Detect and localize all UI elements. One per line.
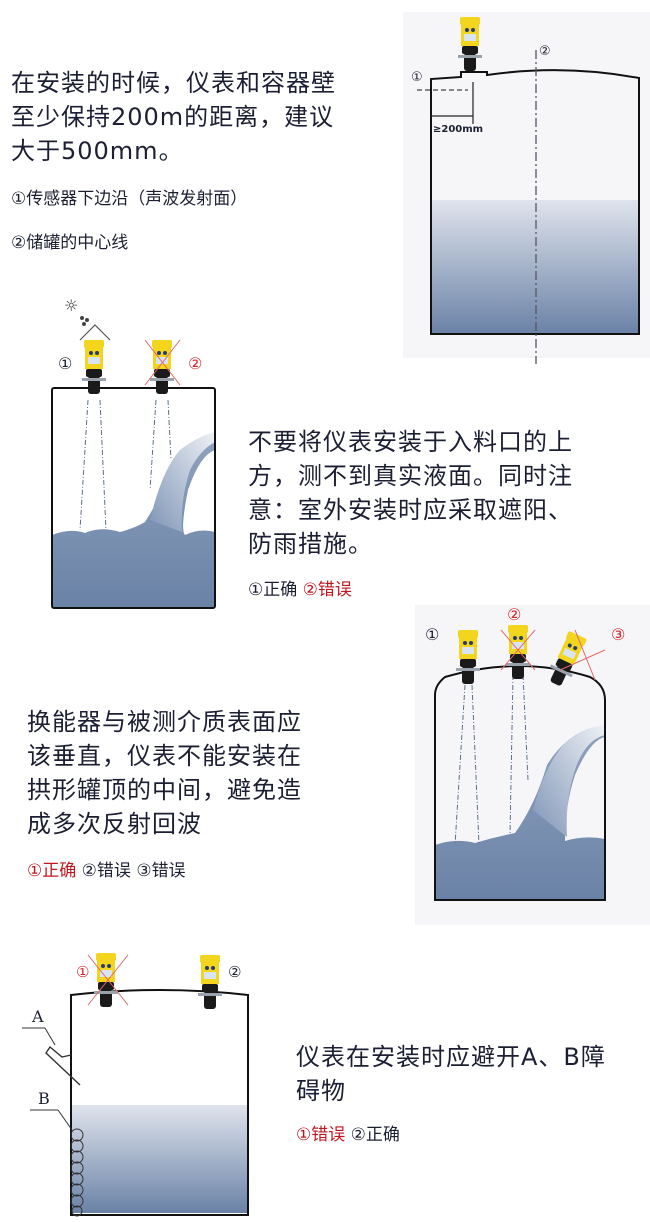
section2-line-4: 防雨措施。 bbox=[248, 530, 373, 558]
label-correct-sensor: ① bbox=[425, 625, 440, 644]
section4-status: ①错误 ②正确 bbox=[296, 1122, 400, 1148]
section1-note-sensor-edge: ①传感器下边沿（声波发射面） bbox=[11, 189, 248, 209]
section3-line-2: 该垂直，仪表不能安装在 bbox=[27, 742, 302, 770]
label-center-sensor: ② bbox=[507, 605, 522, 624]
section4-description: 仪表在安装时应避开A、B障 碍物 bbox=[296, 1040, 646, 1108]
status-2-mark: ② bbox=[350, 1125, 366, 1145]
tank-diagram-clearance: ① ② ≥200mm bbox=[403, 12, 650, 364]
section2-line-3: 意：室外安装时应采取遮阳、 bbox=[248, 496, 573, 524]
section1-line-2: 至少保持200m的距离，建议 bbox=[11, 103, 335, 131]
section3-line-4: 成多次反射回波 bbox=[27, 810, 202, 838]
sun-icon: ☼ bbox=[64, 296, 79, 315]
status-1-text: 正确 bbox=[42, 861, 77, 881]
section1-note-centerline: ②储罐的中心线 bbox=[11, 233, 129, 253]
section4-line-1: 仪表在安装时应避开A、B障 bbox=[296, 1043, 606, 1071]
section3-status: ①正确 ②错误 ③错误 bbox=[27, 858, 186, 884]
label-sensor-edge: ① bbox=[411, 70, 423, 85]
tank-diagram-dome: ① ② ③ bbox=[415, 605, 650, 925]
status-1-text: 正确 bbox=[263, 580, 298, 600]
section1-line-1: 在安装的时候，仪表和容器壁 bbox=[11, 69, 336, 97]
label-wrong-sensor: ① bbox=[76, 963, 90, 981]
status-1-mark: ① bbox=[27, 861, 43, 881]
status-2-text: 错误 bbox=[96, 861, 131, 881]
section2-line-2: 方，测不到真实液面。同时注 bbox=[248, 462, 573, 490]
section3-description: 换能器与被测介质表面应 该垂直，仪表不能安装在 拱形罐顶的中间，避免造 成多次反… bbox=[27, 705, 407, 841]
label-centerline: ② bbox=[539, 44, 551, 59]
status-2-mark: ② bbox=[302, 580, 318, 600]
status-3-text: 错误 bbox=[151, 861, 186, 881]
label-obstacle-b: B bbox=[38, 1089, 50, 1108]
status-1-text: 错误 bbox=[311, 1125, 346, 1145]
section3-line-1: 换能器与被测介质表面应 bbox=[27, 708, 302, 736]
section2-status: ①正确 ②错误 bbox=[248, 577, 352, 603]
status-3-mark: ③ bbox=[136, 861, 152, 881]
section2-description: 不要将仪表安装于入料口的上 方，测不到真实液面。同时注 意：室外安装时应采取遮阳… bbox=[248, 425, 648, 561]
status-2-text: 正确 bbox=[365, 1125, 400, 1145]
section1-description: 在安装的时候，仪表和容器壁 至少保持200m的距离，建议 大于500mm。 bbox=[11, 66, 401, 168]
tank-dome-svg bbox=[434, 625, 606, 901]
tank-inlet-svg bbox=[51, 316, 216, 609]
label-wrong-sensor: ② bbox=[188, 354, 203, 373]
tank-diagram-inlet: ☼ ① ② bbox=[40, 290, 230, 620]
tank-diagram-obstacles: ① ② A B bbox=[0, 945, 260, 1222]
section2-line-1: 不要将仪表安装于入料口的上 bbox=[248, 428, 573, 456]
status-2-text: 错误 bbox=[317, 580, 352, 600]
dimension-label: ≥200mm bbox=[433, 124, 484, 135]
section4-line-2: 碍物 bbox=[296, 1077, 346, 1105]
section3-line-3: 拱形罐顶的中间，避免造 bbox=[27, 776, 302, 804]
label-correct-sensor: ② bbox=[228, 963, 242, 981]
status-1-mark: ① bbox=[248, 580, 264, 600]
status-2-mark: ② bbox=[81, 861, 97, 881]
tank-obstacles-svg bbox=[22, 953, 249, 1217]
label-correct-sensor: ① bbox=[58, 354, 73, 373]
tank-clearance-svg bbox=[417, 17, 640, 364]
section1-line-3: 大于500mm。 bbox=[11, 137, 184, 165]
status-1-mark: ① bbox=[296, 1125, 312, 1145]
label-obstacle-a: A bbox=[32, 1007, 44, 1026]
label-tilted-sensor: ③ bbox=[611, 625, 626, 644]
